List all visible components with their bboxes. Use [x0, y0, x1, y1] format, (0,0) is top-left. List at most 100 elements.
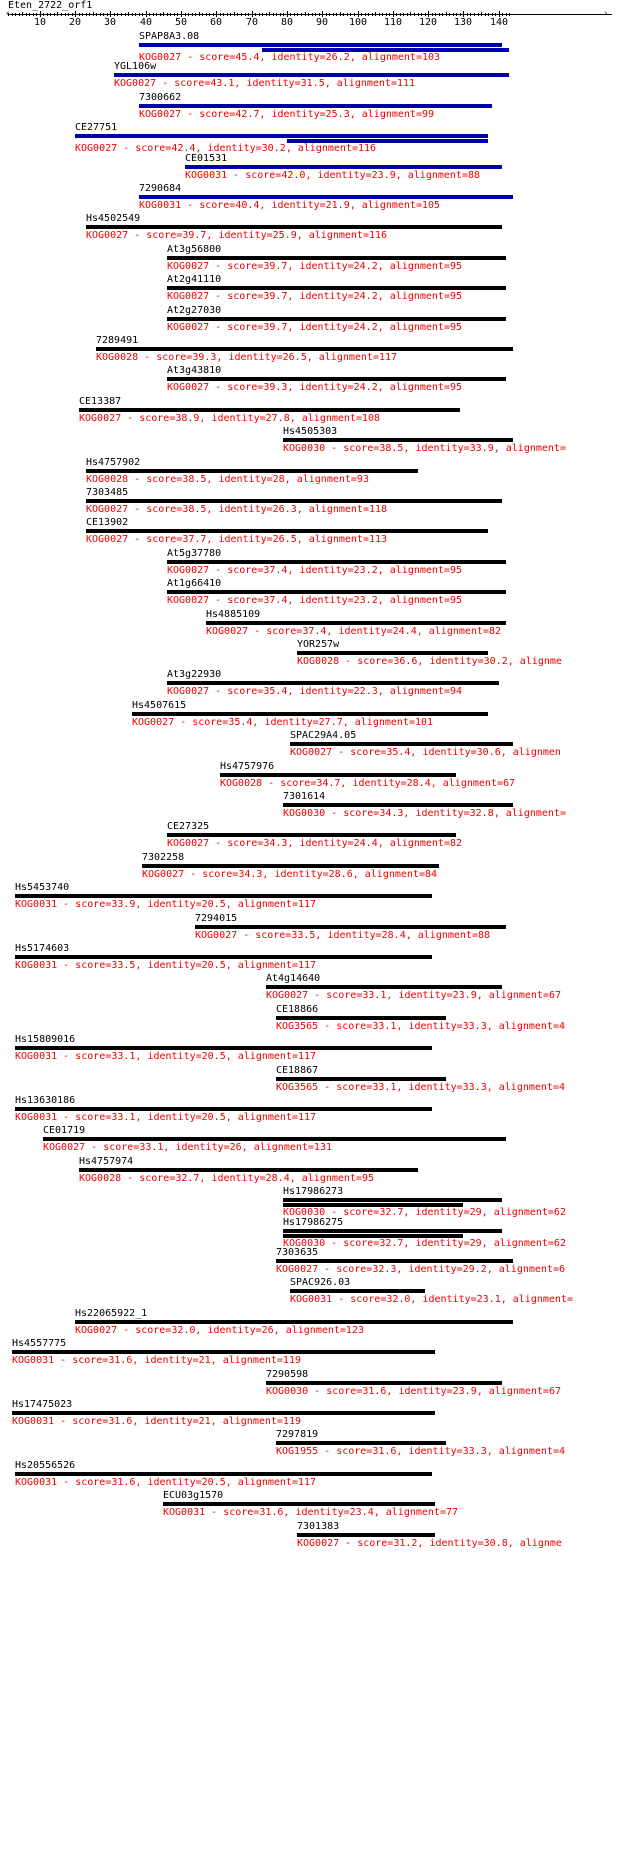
ruler-minor-tick: [206, 13, 207, 16]
ruler-minor-tick: [125, 13, 126, 16]
hit-bar: [86, 499, 502, 503]
ruler-minor-tick: [248, 13, 249, 16]
ruler-minor-tick: [396, 13, 397, 16]
ruler-minor-tick: [421, 13, 422, 16]
hit-name: Hs15809016: [15, 1034, 76, 1045]
hit-description: KOG0027 - score=42.7, identity=25.3, ali…: [139, 109, 435, 120]
ruler-minor-tick: [273, 13, 274, 16]
ruler-tick-label: 20: [69, 17, 82, 28]
hit-name: Hs5453740: [15, 882, 70, 893]
hit-bar: [276, 1259, 513, 1263]
ruler-minor-tick: [301, 13, 302, 16]
ruler-minor-tick: [453, 13, 454, 16]
ruler-minor-tick: [156, 13, 157, 16]
ruler-minor-tick: [199, 12, 200, 16]
hit-description: KOG0031 - score=31.6, identity=20.5, ali…: [15, 1477, 317, 1488]
hit-name: Hs17986273: [283, 1186, 344, 1197]
ruler-tick-label: 110: [384, 17, 403, 28]
ruler-tick-label: 130: [454, 17, 473, 28]
ruler-minor-tick: [297, 13, 298, 16]
ruler-minor-tick: [269, 12, 270, 16]
ruler-minor-tick: [488, 13, 489, 16]
hit-bar: [283, 1234, 463, 1238]
ruler-minor-tick: [474, 13, 475, 16]
hit-name: Hs4557775: [12, 1338, 67, 1349]
ruler-minor-tick: [467, 13, 468, 16]
hit-description: KOG0028 - score=39.3, identity=26.5, ali…: [96, 352, 398, 363]
hit-bar: [276, 1016, 446, 1020]
hit-bar: [206, 621, 506, 625]
hit-description: KOG0027 - score=39.7, identity=24.2, ali…: [167, 322, 463, 333]
ruler-minor-tick: [192, 13, 193, 16]
hit-description: KOG0027 - score=32.3, identity=29.2, ali…: [276, 1264, 565, 1275]
ruler-minor-tick: [315, 13, 316, 16]
ruler-minor-tick: [68, 13, 69, 16]
ruler-minor-tick: [506, 13, 507, 16]
ruler-tick-label: 140: [490, 17, 509, 28]
hit-bar: [96, 347, 513, 351]
hit-description: KOG0028 - score=36.6, identity=30.2, ali…: [297, 656, 562, 667]
ruler-minor-tick: [245, 13, 246, 16]
hit-bar: [15, 894, 432, 898]
hit-bar: [283, 1198, 502, 1202]
hit-name: At5g37780: [167, 548, 222, 559]
ruler-tick-label: 100: [349, 17, 368, 28]
hit-description: KOG0028 - score=32.7, identity=28.4, ali…: [79, 1173, 375, 1184]
hit-description: KOG0027 - score=33.1, identity=23.9, ali…: [266, 990, 562, 1001]
ruler-minor-tick: [495, 13, 496, 16]
hit-description: KOG0027 - score=45.4, identity=26.2, ali…: [139, 52, 441, 63]
hit-description: KOG0027 - score=35.4, identity=27.7, ali…: [132, 717, 434, 728]
hit-bar: [15, 1472, 432, 1476]
hit-name: Hs22065922_1: [75, 1308, 148, 1319]
ruler-minor-tick: [72, 13, 73, 16]
ruler-minor-tick: [213, 13, 214, 16]
ruler-major-tick: [287, 11, 288, 17]
ruler-minor-tick: [33, 13, 34, 16]
ruler-minor-tick: [19, 13, 20, 16]
hit-name: At3g22930: [167, 669, 222, 680]
hit-name: At3g56800: [167, 244, 222, 255]
ruler-minor-tick: [347, 13, 348, 16]
hit-description: KOG0027 - score=37.4, identity=23.2, ali…: [167, 595, 463, 606]
ruler-minor-tick: [61, 13, 62, 16]
hit-bar: [167, 377, 506, 381]
hit-description: KOG0027 - score=33.5, identity=28.4, ali…: [195, 930, 491, 941]
ruler-minor-tick: [350, 13, 351, 16]
hit-name: CE27325: [167, 821, 210, 832]
hit-name: SPAP8A3.08: [139, 31, 200, 42]
hit-bar: [139, 43, 502, 47]
ruler-major-tick: [499, 11, 500, 17]
ruler-minor-tick: [185, 13, 186, 16]
hit-name: Hs13630186: [15, 1095, 76, 1106]
ruler-minor-tick: [336, 13, 337, 16]
ruler-minor-tick: [93, 12, 94, 16]
hit-description: KOG0031 - score=33.5, identity=20.5, ali…: [15, 960, 317, 971]
ruler-minor-tick: [389, 13, 390, 16]
hit-name: CE13902: [86, 517, 129, 528]
ruler-minor-tick: [470, 13, 471, 16]
ruler-minor-tick: [266, 13, 267, 16]
ruler-minor-tick: [319, 13, 320, 16]
hit-bar: [15, 1107, 432, 1111]
ruler-minor-tick: [379, 13, 380, 16]
ruler-minor-tick: [283, 13, 284, 16]
hit-name: CE18866: [276, 1004, 319, 1015]
hit-name: Hs4507615: [132, 700, 187, 711]
hit-bar: [185, 165, 502, 169]
ruler-minor-tick: [223, 13, 224, 16]
hit-description: KOG0031 - score=33.1, identity=20.5, ali…: [15, 1112, 317, 1123]
ruler-major-tick: [463, 11, 464, 17]
hit-bar: [220, 773, 456, 777]
ruler-tick-label: 70: [246, 17, 259, 28]
hit-bar: [139, 104, 492, 108]
hit-description: KOG0027 - score=37.4, identity=24.4, ali…: [206, 626, 502, 637]
ruler-minor-tick: [294, 13, 295, 16]
hit-name: Hs20556526: [15, 1460, 76, 1471]
hit-name: 7303485: [86, 487, 129, 498]
ruler-minor-tick: [259, 13, 260, 16]
hit-name: CE27751: [75, 122, 118, 133]
hit-description: KOG0027 - score=39.7, identity=24.2, ali…: [167, 291, 463, 302]
ruler-minor-tick: [492, 13, 493, 16]
ruler-major-tick: [40, 11, 41, 17]
